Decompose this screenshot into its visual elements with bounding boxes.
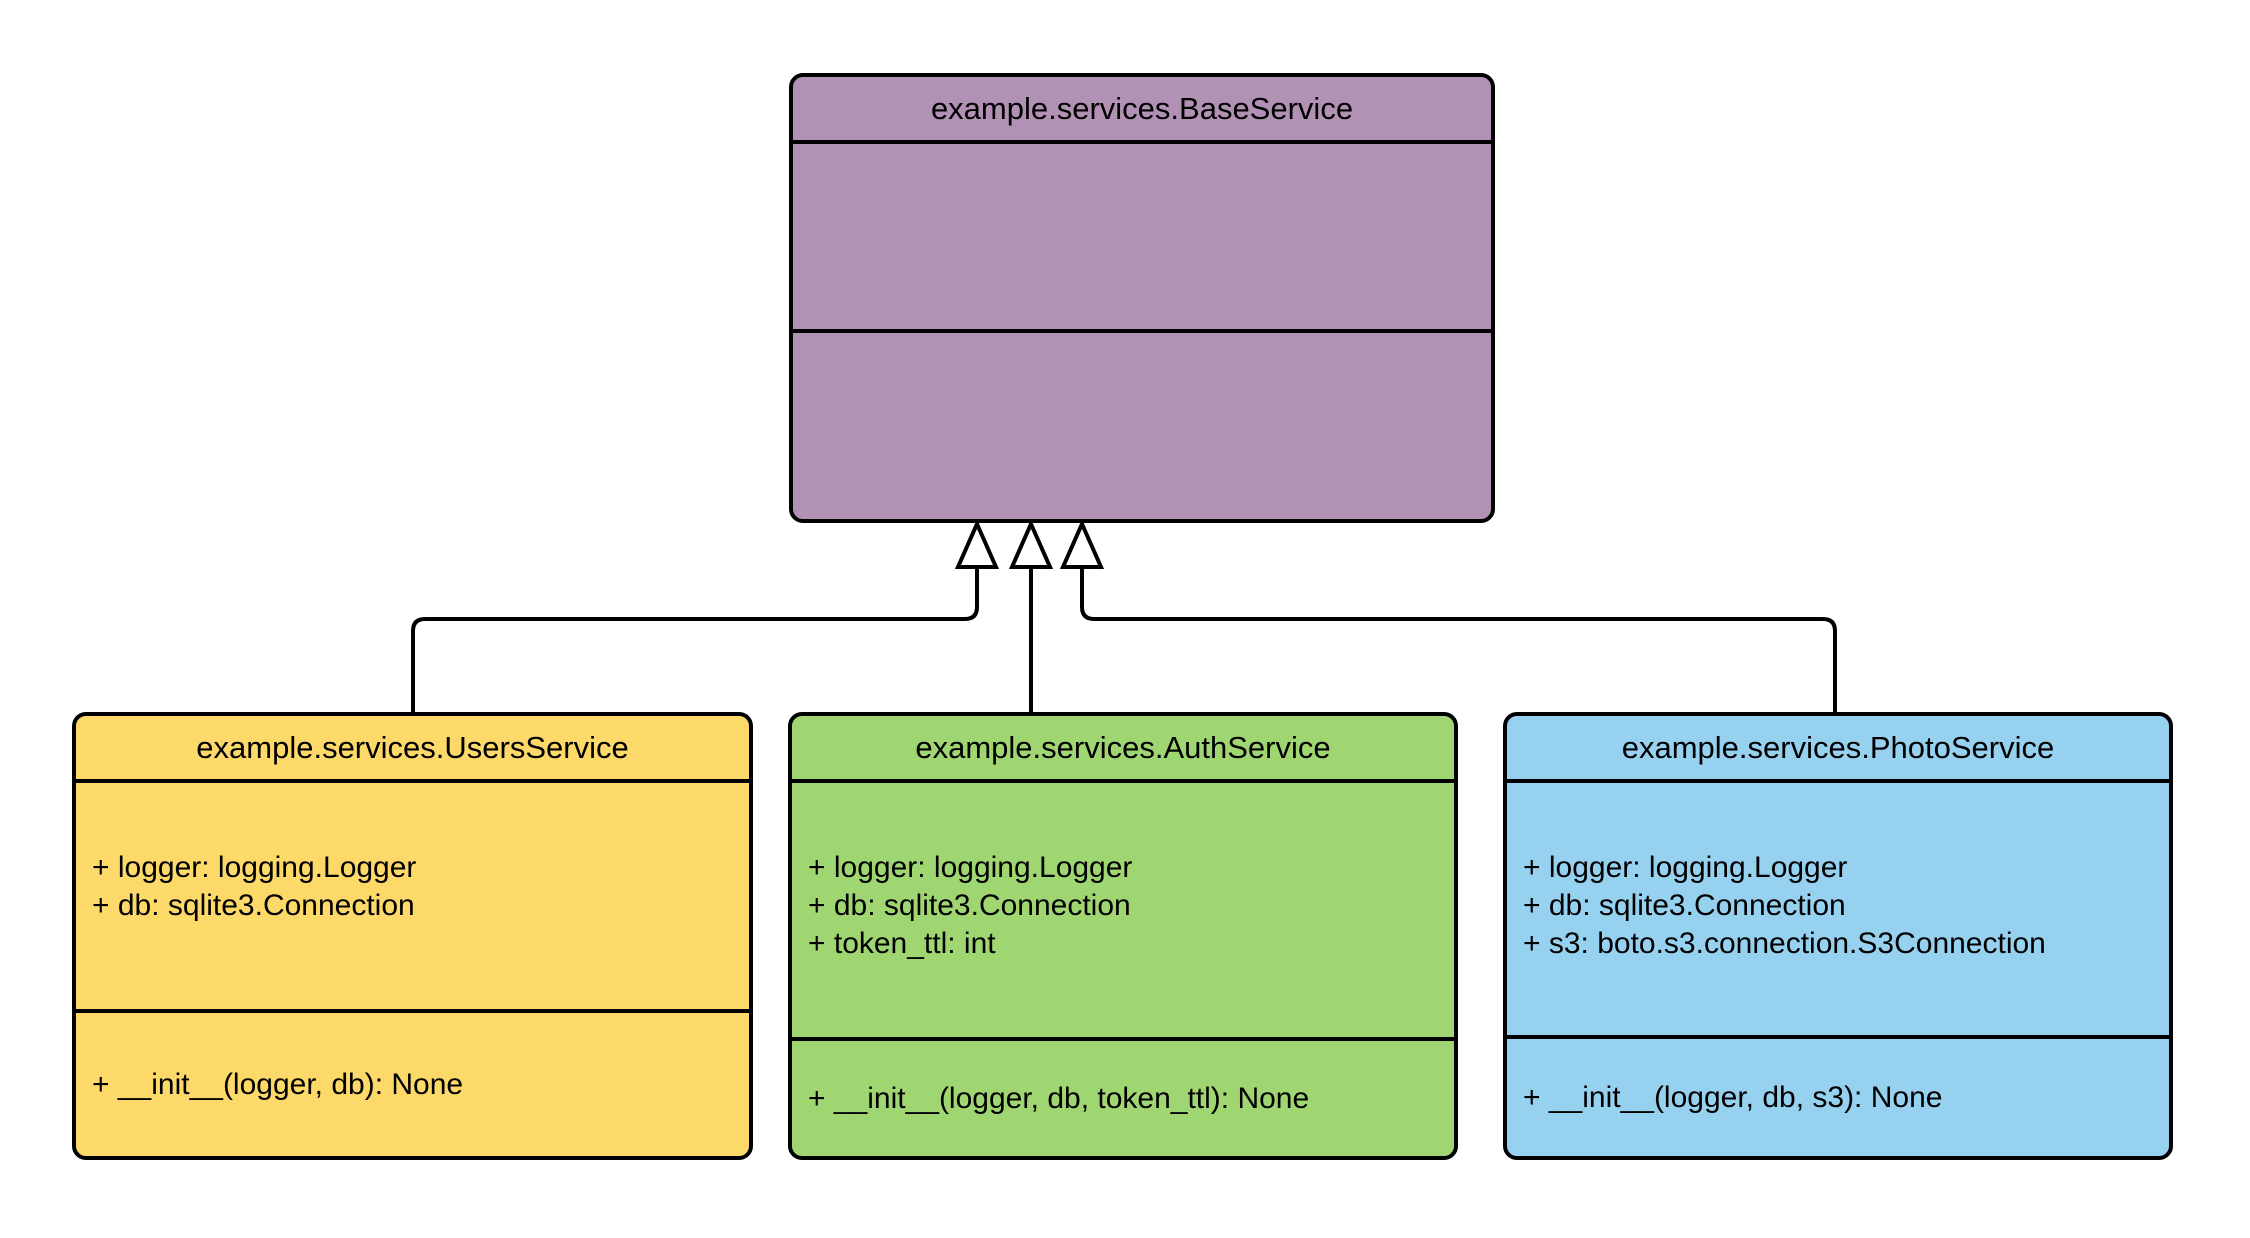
inheritance-arrowhead-icon [954,519,1000,569]
class-title: example.services.BaseService [793,77,1491,144]
class-title: example.services.PhotoService [1507,716,2169,783]
method-line: + __init__(logger, db, token_ttl): None [808,1081,1310,1115]
class-attributes [793,144,1491,333]
inheritance-edge-usersservice [411,567,979,712]
inheritance-arrowhead-icon [1008,519,1054,569]
attribute-line: + token_ttl: int [808,927,996,960]
class-methods: + __init__(logger, db, s3): None [1507,1039,2169,1156]
class-methods [793,333,1491,519]
class-box-photoservice: example.services.PhotoService + logger: … [1503,712,2173,1160]
method-line: + __init__(logger, db): None [92,1067,464,1101]
class-box-authservice: example.services.AuthService + logger: l… [788,712,1458,1160]
class-attributes: + logger: logging.Logger + db: sqlite3.C… [1507,783,2169,1039]
class-title: example.services.AuthService [792,716,1454,783]
attribute-line: + db: sqlite3.Connection [1523,889,1846,922]
class-title: example.services.UsersService [76,716,749,783]
class-methods: + __init__(logger, db): None [76,1013,749,1156]
attribute-line: + s3: boto.s3.connection.S3Connection [1523,927,2046,960]
class-box-baseservice: example.services.BaseService [789,73,1495,523]
class-methods: + __init__(logger, db, token_ttl): None [792,1041,1454,1156]
class-attributes: + logger: logging.Logger + db: sqlite3.C… [76,783,749,1013]
method-line: + __init__(logger, db, s3): None [1523,1080,1943,1114]
attribute-line: + logger: logging.Logger [808,851,1133,884]
inheritance-arrowhead-icon [1059,519,1105,569]
attribute-line: + db: sqlite3.Connection [92,889,415,922]
class-attributes: + logger: logging.Logger + db: sqlite3.C… [792,783,1454,1041]
attribute-line: + db: sqlite3.Connection [808,889,1131,922]
class-box-usersservice: example.services.UsersService + logger: … [72,712,753,1160]
attribute-line: + logger: logging.Logger [92,851,417,884]
inheritance-edge-photoservice [1080,567,1837,712]
attribute-line: + logger: logging.Logger [1523,851,1848,884]
